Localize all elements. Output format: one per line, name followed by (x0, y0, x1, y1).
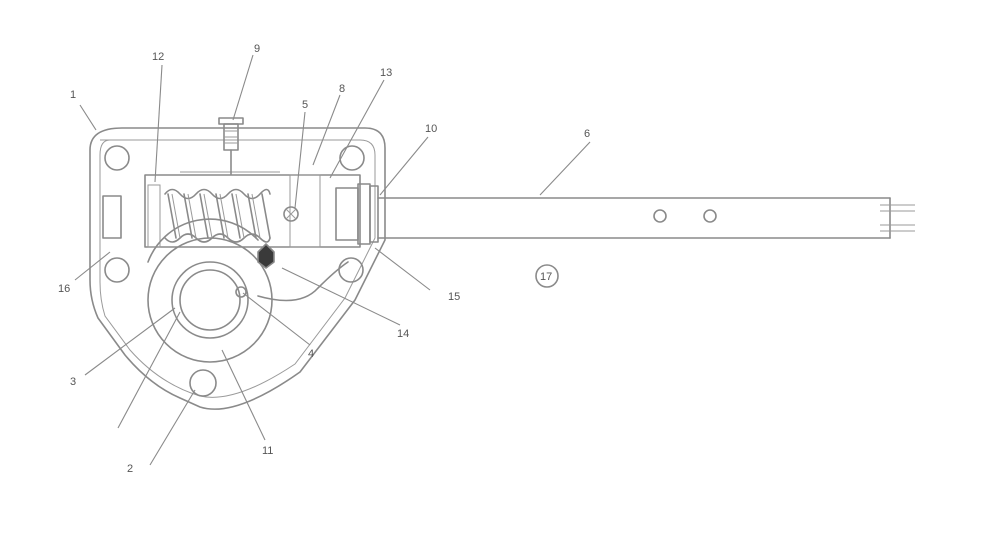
callout-2: 2 (127, 463, 133, 475)
callout-1: 1 (70, 89, 76, 101)
shaft-hole-1 (653, 209, 667, 223)
callout-9: 9 (254, 43, 260, 55)
callout-11: 11 (262, 445, 273, 457)
callout-16: 16 (58, 283, 70, 295)
leader-lines (74, 54, 591, 466)
mounting-hole-mid-right (338, 257, 364, 283)
callout-10: 10 (425, 123, 437, 135)
callout-17: 17 (540, 271, 552, 283)
callout-15: 15 (448, 291, 460, 303)
vent-plug (218, 117, 244, 175)
output-shaft (377, 197, 915, 239)
grease-fitting (257, 243, 275, 269)
callout-6: 6 (584, 128, 590, 140)
worm-gear (147, 218, 349, 363)
callout-5: 5 (302, 99, 308, 111)
bearing (335, 183, 379, 245)
mounting-hole-top-left (104, 145, 130, 171)
callout-12: 12 (152, 51, 164, 63)
worm-thread (164, 188, 271, 243)
callout-labels: 1 12 9 5 8 13 10 6 16 15 14 4 3 11 2 17 (58, 43, 590, 475)
worm-assembly (144, 171, 361, 248)
callout-4: 4 (308, 348, 314, 360)
gearbox-housing (89, 127, 386, 410)
shaft-hole-2 (703, 209, 717, 223)
callout-8: 8 (339, 83, 345, 95)
pin (283, 206, 299, 222)
gear-keyway (235, 286, 247, 298)
callout-13: 13 (380, 67, 392, 79)
callout-14: 14 (397, 328, 409, 340)
mounting-hole-bottom (189, 369, 217, 397)
callout-17-circle (535, 264, 559, 288)
mounting-hole-mid-left (104, 257, 130, 283)
callout-3: 3 (70, 376, 76, 388)
mounting-hole-top-right (339, 145, 365, 171)
side-slot (102, 195, 122, 239)
